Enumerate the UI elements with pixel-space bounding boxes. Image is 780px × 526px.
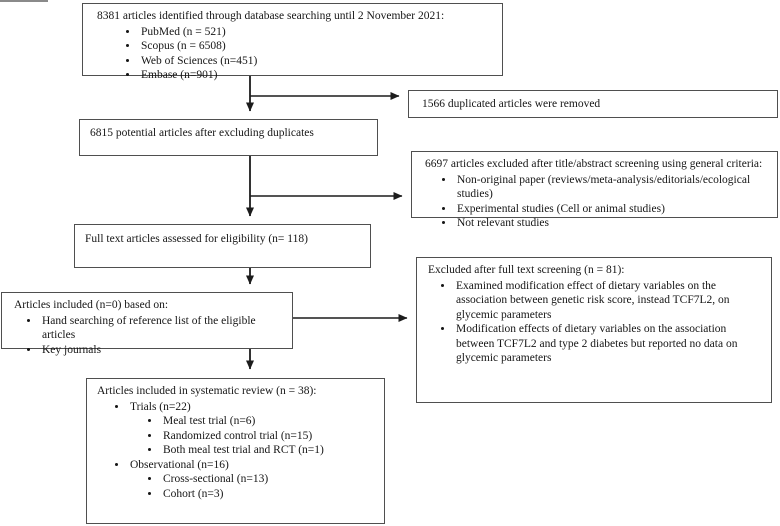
list-item: Web of Sciences (n=451)	[139, 54, 494, 69]
list-item: Observational (n=16)Cross-sectional (n=1…	[128, 458, 376, 502]
list-item: Cross-sectional (n=13)	[161, 472, 376, 487]
box-duplicates-removed: 1566 duplicated articles were removed	[408, 90, 778, 118]
manual-search-list: Hand searching of reference list of the …	[14, 314, 284, 358]
box-title: 6815 potential articles after excluding …	[90, 127, 314, 139]
list-item: Scopus (n = 6508)	[139, 39, 494, 54]
figure-top-rule	[0, 0, 48, 2]
list-item: Cohort (n=3)	[161, 487, 376, 502]
box-title-abstract-excluded: 6697 articles excluded after title/abstr…	[411, 151, 778, 229]
box-title: Excluded after full text screening (n = …	[428, 264, 625, 276]
database-list: PubMed (n = 521)Scopus (n = 6508)Web of …	[97, 25, 494, 83]
list-item: Trials (n=22)Meal test trial (n=6)Random…	[128, 400, 376, 458]
sub-list: Cross-sectional (n=13)Cohort (n=3)	[130, 472, 376, 501]
box-title: 8381 articles identified through databas…	[97, 10, 445, 22]
box-manual-search-included: Articles included (n=0) based on: Hand s…	[1, 292, 293, 356]
exclusion-criteria-list: Non-original paper (reviews/meta-analysi…	[425, 173, 769, 231]
box-title: Articles included in systematic review (…	[97, 385, 317, 397]
list-item: Meal test trial (n=6)	[161, 414, 376, 429]
list-item: Modification effects of dietary variable…	[454, 322, 763, 366]
list-item: Hand searching of reference list of the …	[40, 314, 284, 343]
box-title: Full text articles assessed for eligibil…	[85, 233, 308, 245]
list-item: Not relevant studies	[455, 216, 769, 231]
list-item: Embase (n=901)	[139, 68, 494, 83]
box-full-text-assessed: Full text articles assessed for eligibil…	[74, 224, 371, 268]
box-full-text-excluded: Excluded after full text screening (n = …	[416, 257, 772, 403]
list-item: Key journals	[40, 343, 284, 358]
list-item: Randomized control trial (n=15)	[161, 429, 376, 444]
box-identified: 8381 articles identified through databas…	[82, 3, 503, 81]
list-item: Both meal test trial and RCT (n=1)	[161, 443, 376, 458]
list-item: Non-original paper (reviews/meta-analysi…	[455, 173, 769, 202]
box-title: 1566 duplicated articles were removed	[422, 98, 601, 110]
list-item: Experimental studies (Cell or animal stu…	[455, 202, 769, 217]
list-item: Examined modification effect of dietary …	[454, 279, 763, 323]
box-title: 6697 articles excluded after title/abstr…	[425, 158, 763, 170]
sub-list: Meal test trial (n=6)Randomized control …	[130, 414, 376, 458]
included-studies-list: Trials (n=22)Meal test trial (n=6)Random…	[97, 400, 376, 502]
box-after-duplicates: 6815 potential articles after excluding …	[79, 119, 378, 156]
box-final-included: Articles included in systematic review (…	[86, 378, 385, 524]
full-text-exclusion-list: Examined modification effect of dietary …	[428, 279, 763, 366]
list-item: PubMed (n = 521)	[139, 25, 494, 40]
box-title: Articles included (n=0) based on:	[14, 299, 169, 311]
